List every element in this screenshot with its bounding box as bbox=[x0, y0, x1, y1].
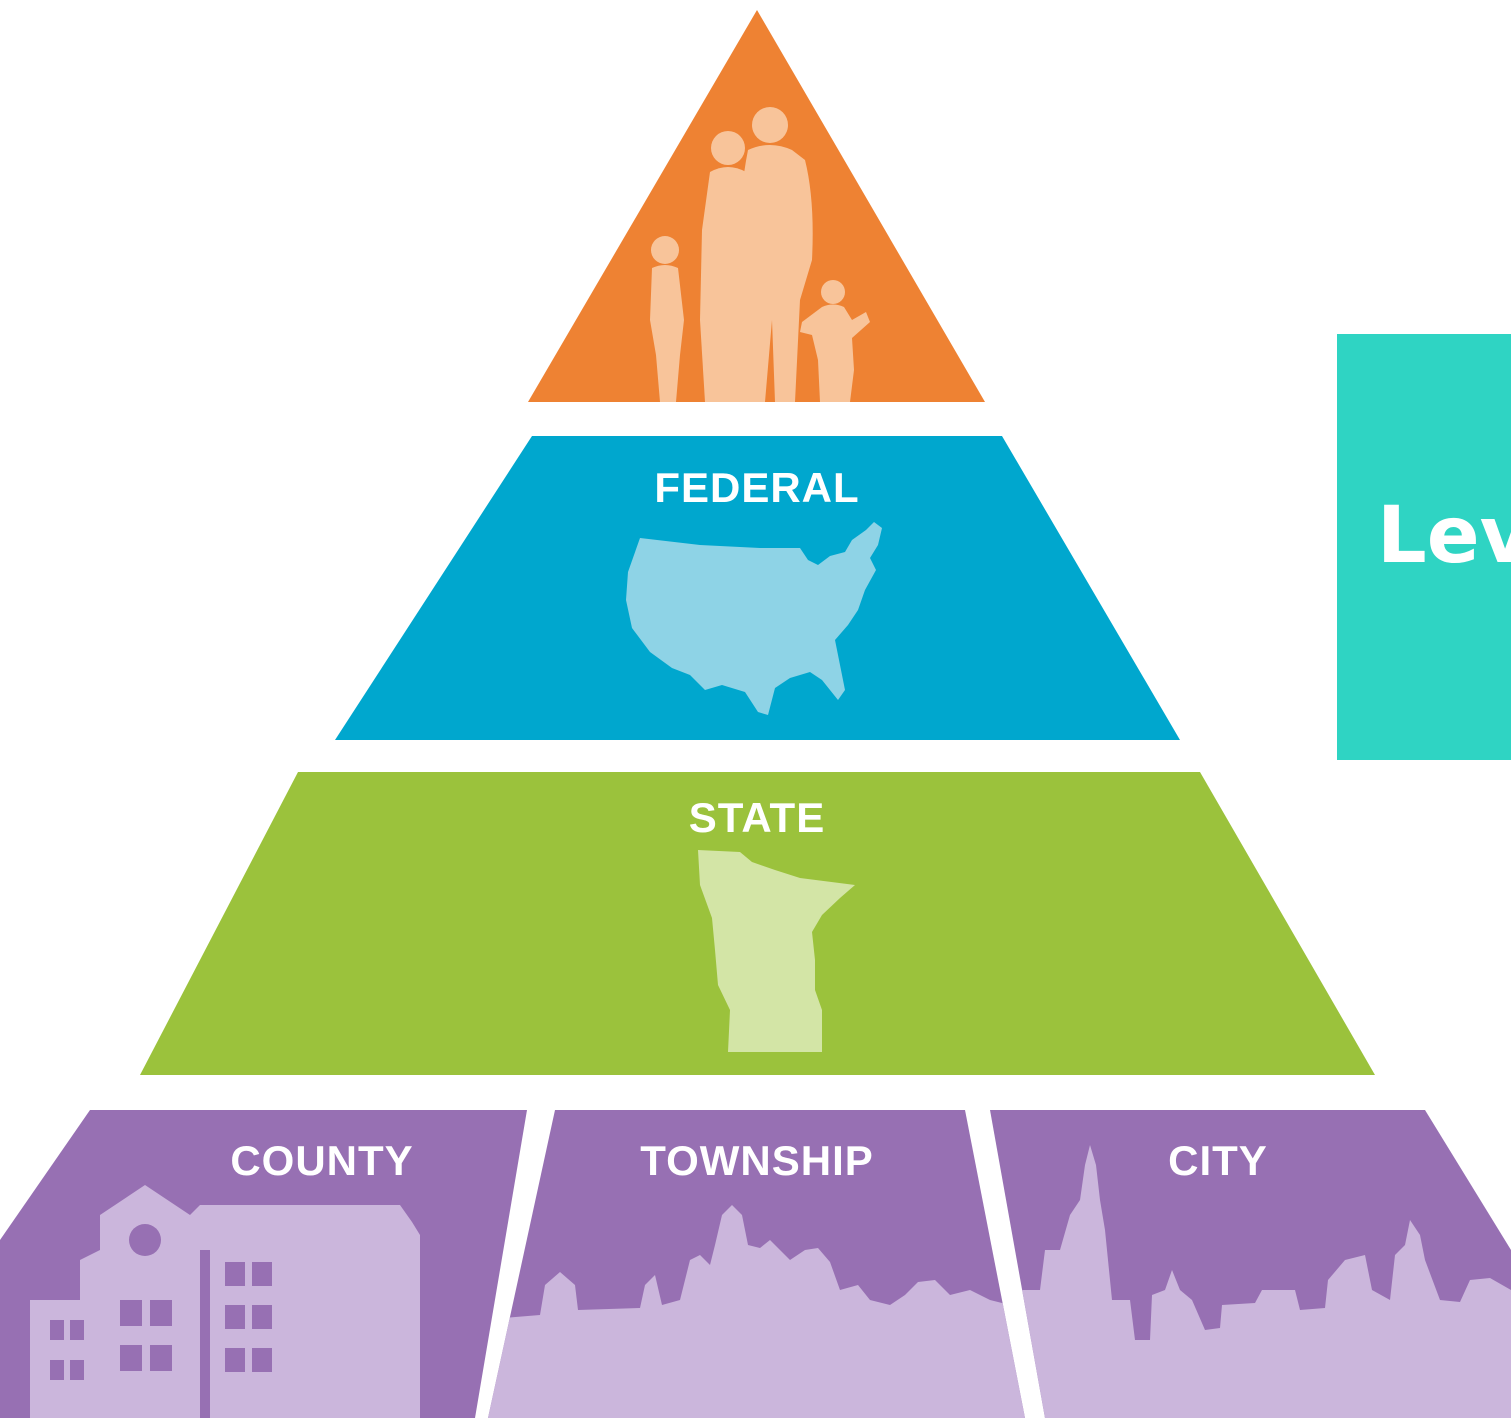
family-icon bbox=[650, 107, 870, 402]
tier-local: COUNTY TOWNSHIP CITY bbox=[0, 1110, 1511, 1418]
tier-federal-label: FEDERAL bbox=[654, 464, 859, 511]
local-county: COUNTY bbox=[0, 1110, 527, 1418]
tier-federal: FEDERAL bbox=[335, 436, 1180, 740]
side-banner-title: Lev bbox=[1377, 491, 1511, 581]
county-building-icon bbox=[30, 1185, 420, 1418]
tier-top bbox=[528, 10, 985, 402]
city-skyline-icon bbox=[1020, 1145, 1511, 1418]
city-label: CITY bbox=[1168, 1137, 1268, 1184]
local-city: CITY bbox=[990, 1110, 1511, 1418]
tier-state: STATE bbox=[140, 772, 1375, 1075]
county-label: COUNTY bbox=[230, 1137, 413, 1184]
minnesota-map-icon bbox=[698, 850, 855, 1052]
local-township: TOWNSHIP bbox=[488, 1110, 1025, 1418]
township-label: TOWNSHIP bbox=[640, 1137, 874, 1184]
township-skyline-icon bbox=[488, 1205, 1025, 1418]
side-banner: Lev bbox=[1337, 334, 1511, 760]
usa-map-icon bbox=[626, 522, 882, 715]
tier-state-label: STATE bbox=[689, 794, 825, 841]
